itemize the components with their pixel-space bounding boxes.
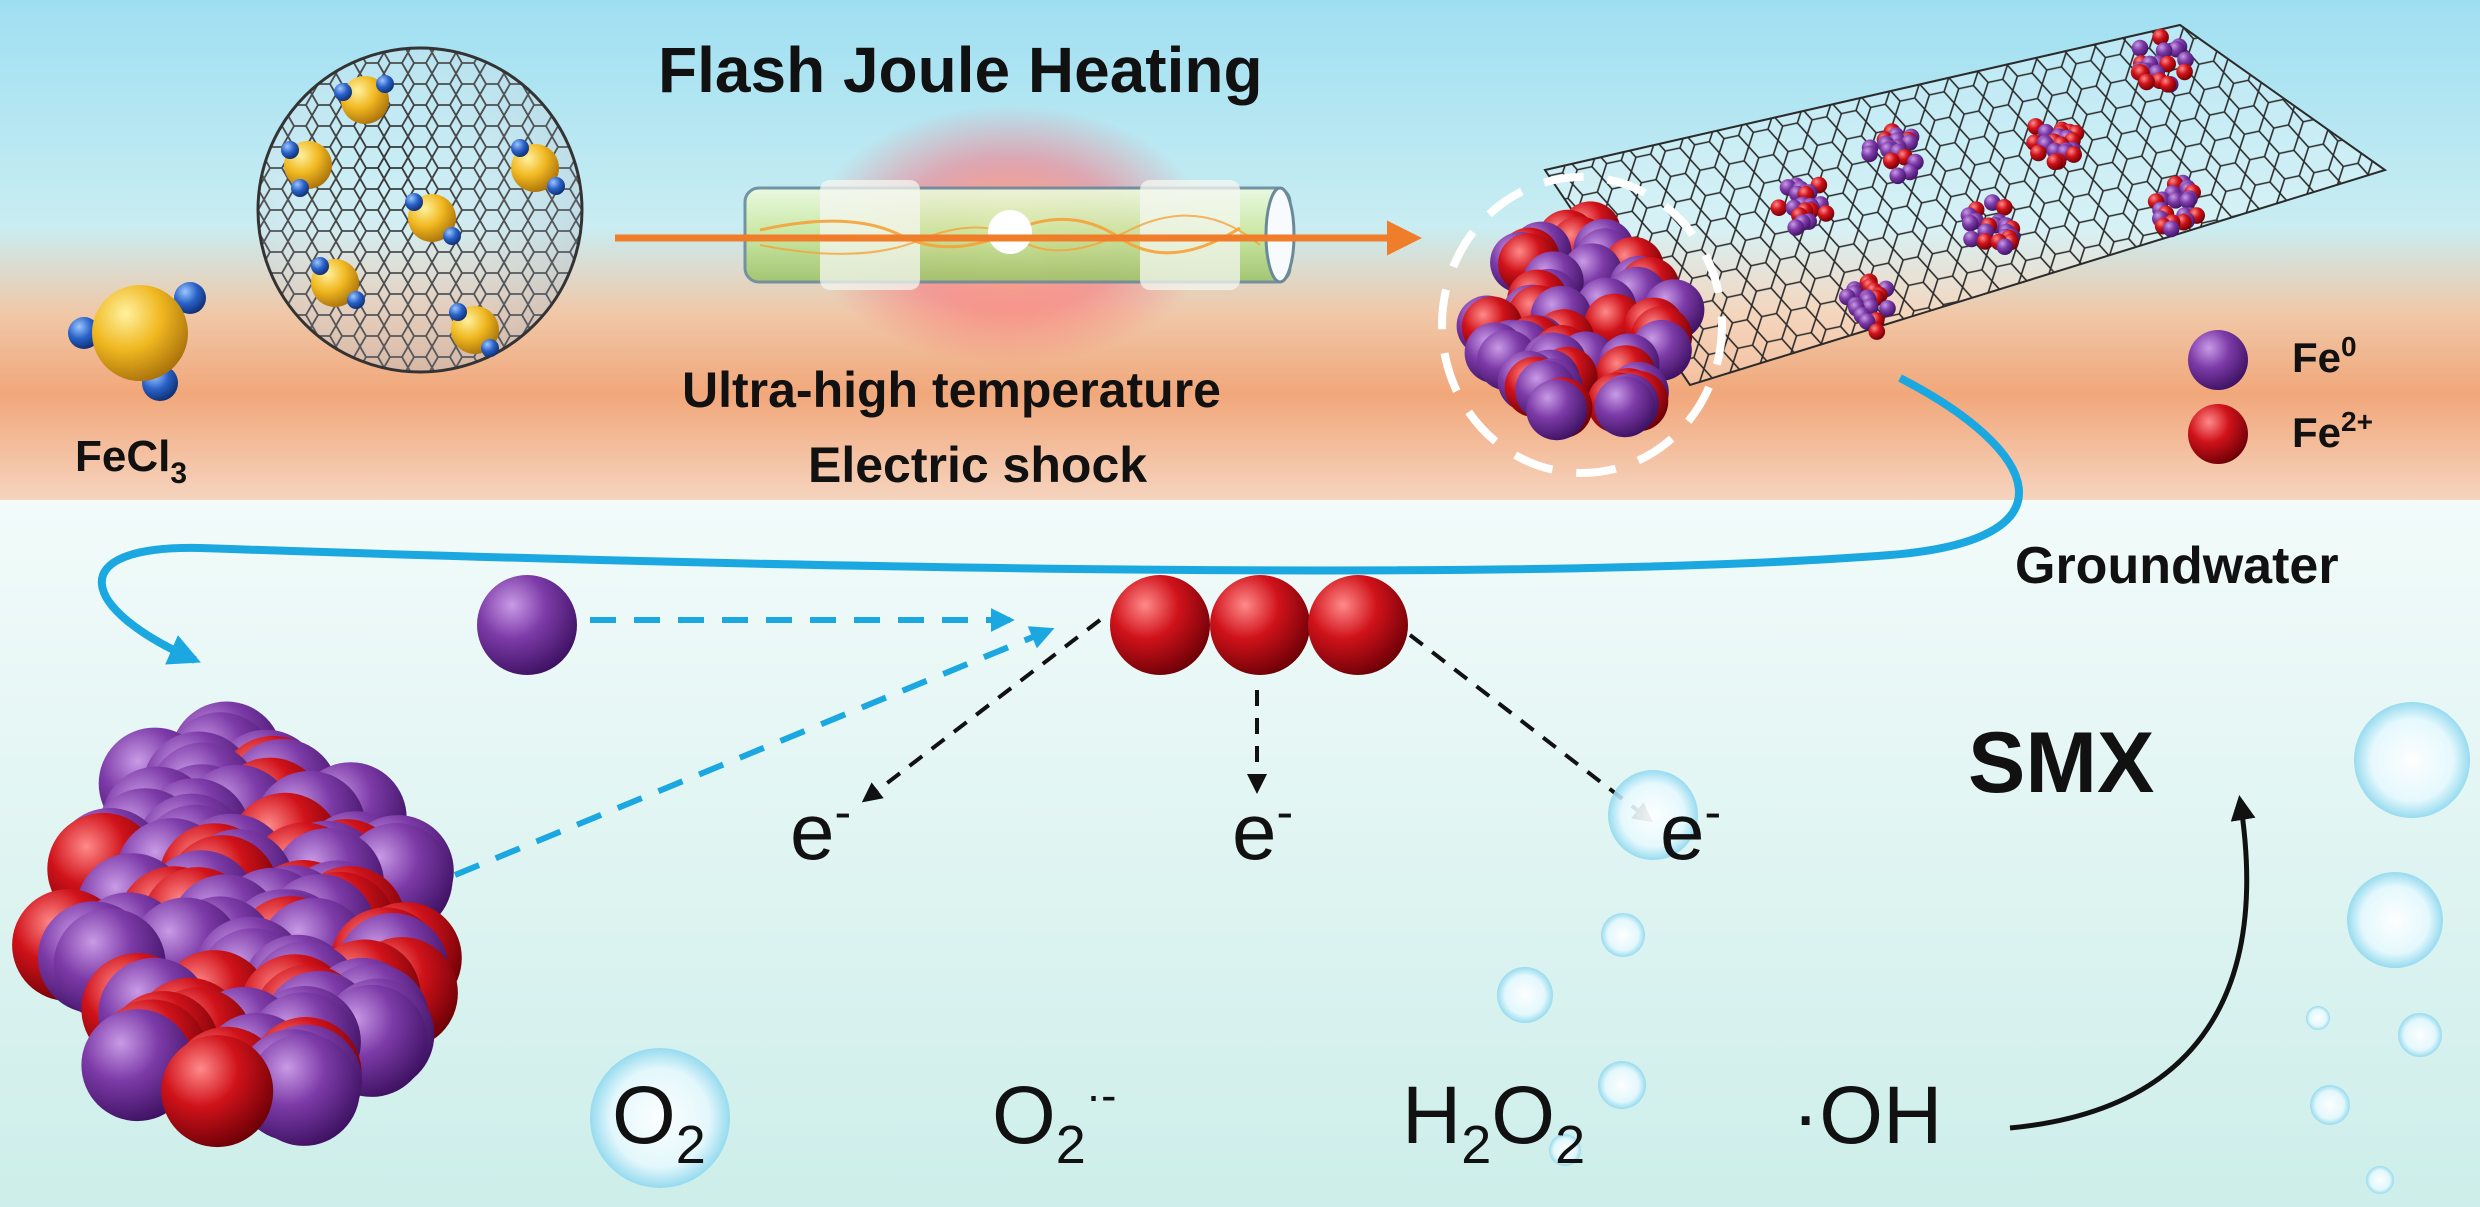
o2-label: O2 <box>612 1070 706 1175</box>
fe2-sphere <box>2138 73 2155 91</box>
fe0-sphere <box>2179 192 2197 209</box>
fecl3-label: FeCl3 <box>75 432 188 490</box>
electron-label-right: e- <box>1660 784 1722 876</box>
legend-fe2-label: Fe2+ <box>2292 406 2373 456</box>
fe0-sphere <box>1879 300 1896 317</box>
fecl3-molecule-icon <box>68 282 206 401</box>
fe0-sphere <box>1861 145 1878 163</box>
fe2-sphere <box>161 1035 274 1148</box>
fe2-sphere <box>2152 28 2169 46</box>
fe0-sphere <box>2162 220 2180 238</box>
smx-label: SMX <box>1968 715 2155 811</box>
oxidation-arrow-bottom <box>453 626 1055 878</box>
legend-fe0-sphere-icon <box>2188 330 2248 390</box>
page-title: Flash Joule Heating <box>658 34 1263 106</box>
small-cluster-icon <box>1838 273 1896 340</box>
small-cluster-icon <box>1960 194 2021 255</box>
fullerene-cage-icon <box>256 46 584 374</box>
fe0-sphere <box>2155 42 2173 59</box>
fe0-sphere <box>1996 238 2014 255</box>
fe0-sphere <box>1594 376 1656 438</box>
fe0-sphere <box>1962 214 1979 232</box>
fe0-sphere <box>247 1033 360 1146</box>
small-cluster-icon <box>1861 123 1924 185</box>
electron-label-left: e- <box>790 784 852 876</box>
superoxide-label: O2·- <box>992 1069 1117 1175</box>
electron-label-center: e- <box>1232 784 1294 876</box>
fe0-sphere <box>2167 192 2184 209</box>
small-cluster-icon <box>2026 118 2085 171</box>
caged-fecl3-icons <box>281 75 565 357</box>
fe2-sphere <box>1976 233 1994 250</box>
electron-arrow-right <box>1408 633 1654 823</box>
small-cluster-icon <box>2130 28 2194 93</box>
fe0-sphere <box>1787 219 1804 236</box>
fe2-sphere <box>1817 205 1835 222</box>
fe0-sphere <box>1889 167 1906 185</box>
hydroxyl-radical-label: ·OH <box>1792 1070 1943 1161</box>
small-cluster-icon <box>2147 174 2205 238</box>
fe2-sphere <box>2046 153 2064 171</box>
process-label-line1: Ultra-high temperature <box>682 362 1221 418</box>
process-label-line2: Electric shock <box>808 437 1148 493</box>
fe2-sphere <box>1996 199 2013 216</box>
legend-fe2-sphere-icon <box>2188 404 2248 464</box>
fe2-sphere <box>2176 63 2193 81</box>
fe0-sphere <box>2177 51 2194 69</box>
fe2-sphere <box>2159 76 2177 93</box>
fe2-sphere <box>1868 323 1886 340</box>
fe2-atoms-icon <box>1110 575 1408 675</box>
fe0-atom-icon <box>477 575 577 675</box>
fe2-sphere <box>2065 146 2082 163</box>
fe2-sphere <box>2030 144 2047 162</box>
h2o2-label: H2O2 <box>1402 1070 1586 1175</box>
small-cluster-icon <box>1770 176 1835 236</box>
flow-curve-arrow <box>97 374 2023 665</box>
fe2-sphere <box>1770 199 1788 216</box>
fe0-sphere <box>1963 230 1980 248</box>
fe2-sphere <box>1883 152 1900 170</box>
fe0-sphere <box>1526 379 1588 441</box>
large-nanoparticle-cluster-icon <box>12 701 462 1148</box>
legend-fe0-label: Fe0 <box>2292 331 2357 381</box>
electron-arrow-left <box>861 618 1102 803</box>
highlighted-cluster-icon <box>1438 173 1726 477</box>
fe0-sphere <box>2131 39 2149 57</box>
degradation-arrow <box>2009 795 2256 1131</box>
groundwater-label: Groundwater <box>2015 537 2339 595</box>
graphene-nanoparticles <box>1770 28 2205 340</box>
bubbles-decoration <box>590 702 2470 1194</box>
